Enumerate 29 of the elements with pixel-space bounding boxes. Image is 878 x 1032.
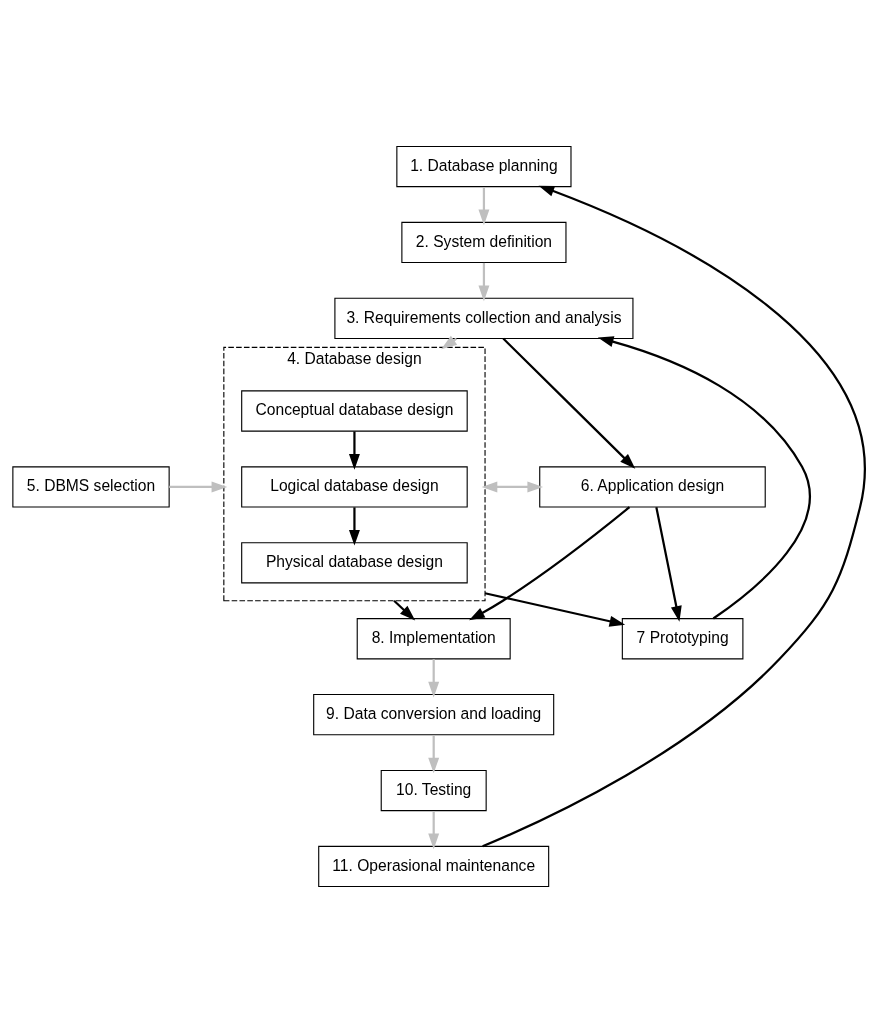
node-box: 1. Database planning (396, 145, 572, 187)
arrow (393, 599, 416, 620)
node-box: 6. Application design (539, 465, 766, 508)
node-box: 9. Data conversion and loading (313, 693, 555, 735)
arrow (428, 734, 440, 773)
arrow (484, 591, 626, 627)
arrow (169, 480, 228, 492)
arrow (478, 186, 490, 225)
node-box: 3. Requirements collection and analysis (334, 297, 634, 339)
arrow (348, 506, 360, 546)
arrow (428, 658, 440, 697)
arrow (655, 506, 682, 622)
arrow (482, 185, 866, 847)
node-box: Logical database design (241, 465, 468, 508)
node-box: 7 Prototyping (621, 617, 744, 659)
arrow (469, 505, 631, 620)
arrow (597, 335, 811, 619)
node-box: Conceptual database design (241, 389, 468, 432)
node-box: Physical database design (241, 541, 468, 583)
node-box: 11. Operasional maintenance (318, 845, 550, 887)
node-box: 8. Implementation (356, 617, 511, 659)
node-box: 2. System definition (401, 221, 567, 263)
node-box: 10. Testing (380, 769, 487, 811)
arrow (481, 480, 544, 492)
arrow (478, 262, 490, 301)
arrow (428, 810, 440, 849)
node-box: 5. DBMS selection (12, 465, 170, 508)
arrow (502, 337, 636, 469)
arrow (348, 431, 360, 470)
